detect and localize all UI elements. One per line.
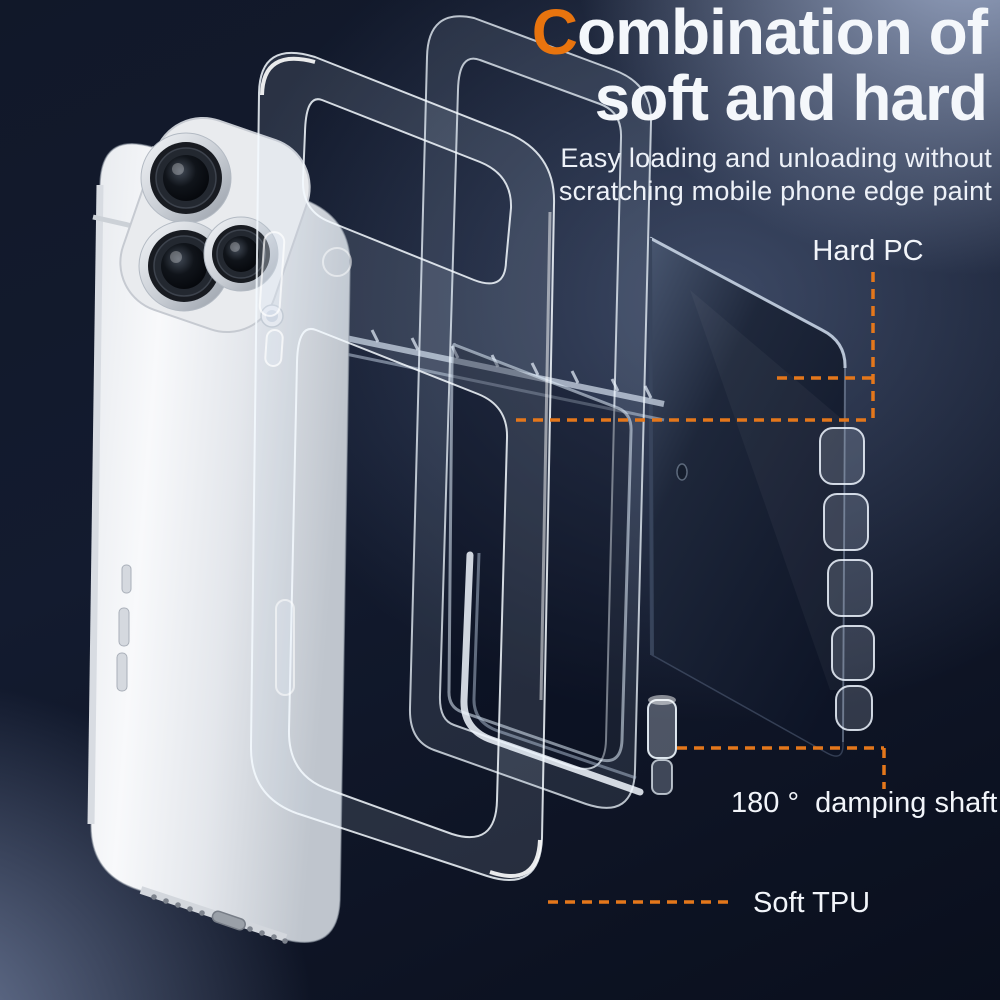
card-pocket: [447, 342, 633, 763]
callout-label-soft-tpu: Soft TPU: [753, 887, 871, 919]
damping-shaft: [647, 695, 677, 795]
case-button-bumps: [258, 231, 295, 696]
speaker-holes: [151, 894, 288, 944]
subtitle-line2: scratching mobile phone edge paint: [558, 176, 992, 207]
phone: [87, 116, 351, 944]
panel-cutout: [676, 463, 688, 481]
damping-hinge: [819, 427, 875, 731]
callout-label-hard-pc: Hard PC: [812, 235, 924, 267]
tpu-frame-ring: [249, 52, 556, 881]
title-accent-letter: C: [531, 0, 578, 68]
camera-lens-right: [203, 216, 279, 292]
phone-left-rim: [87, 184, 104, 825]
tpu-case-frame: [249, 52, 556, 881]
title-line1: Combination of: [531, 0, 988, 68]
camera-lens-top: [140, 132, 232, 224]
case-crossbar-dot: [322, 247, 352, 277]
subtitle-line1: Easy loading and unloading without: [560, 143, 992, 173]
panel-top-highlight: [649, 236, 847, 369]
callout-label-damping-shaft: 180 ° damping shaft: [731, 787, 998, 819]
charging-port: [211, 910, 246, 931]
hard-pc-panel: [648, 236, 847, 757]
hinge-tube: [835, 685, 873, 731]
card-holder-frame: [408, 15, 677, 809]
panel-left-edge: [648, 237, 654, 656]
side-buttons: [116, 564, 132, 692]
callout-lines: [516, 272, 886, 904]
title-line1-rest: ombination of: [576, 0, 988, 68]
kickstand: [460, 551, 644, 796]
title-line2: soft and hard: [594, 61, 988, 134]
